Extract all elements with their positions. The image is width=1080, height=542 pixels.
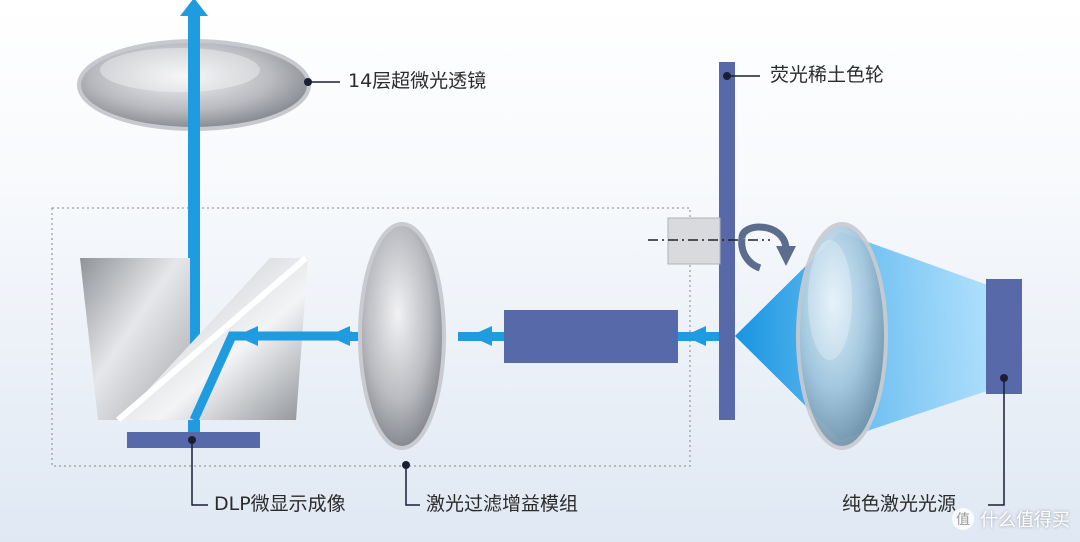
beam-arrow-1 bbox=[236, 326, 258, 346]
rotation-arrow bbox=[738, 223, 790, 249]
source-leader bbox=[988, 378, 1005, 506]
wheel-hub bbox=[667, 217, 721, 265]
prism-beam bbox=[189, 331, 352, 422]
filter-leader bbox=[405, 465, 420, 506]
beam-arrow-3 bbox=[470, 326, 492, 346]
prism-diagonal bbox=[116, 255, 308, 423]
collimating-lens bbox=[796, 222, 888, 450]
beam-arrow-up bbox=[180, 0, 208, 16]
watermark: 值 什么值得买 bbox=[952, 506, 1070, 532]
label-laser-source: 纯色激光光源 bbox=[842, 493, 957, 515]
label-dlp: DLP微显示成像 bbox=[214, 493, 346, 515]
label-filter-module: 激光过滤增益模组 bbox=[426, 493, 579, 515]
beam-segment-2 bbox=[350, 332, 362, 341]
watermark-logo-icon: 值 bbox=[952, 508, 974, 530]
label-color-wheel: 荧光稀土色轮 bbox=[770, 64, 885, 86]
rotation-arrowhead bbox=[776, 246, 796, 266]
filter-lens bbox=[358, 222, 446, 450]
label-lens-top: 14层超微光透镜 bbox=[348, 70, 487, 92]
beam-arrow-4 bbox=[684, 326, 706, 346]
filter-module-block bbox=[504, 310, 678, 363]
rotation-tail bbox=[738, 237, 762, 272]
watermark-text: 什么值得买 bbox=[980, 510, 1070, 531]
top-lens-highlight bbox=[100, 48, 260, 92]
dlp-leader bbox=[191, 440, 208, 506]
collimating-lens-highlight bbox=[808, 240, 852, 360]
beam-arrow-2 bbox=[328, 326, 350, 346]
color-wheel bbox=[719, 62, 735, 420]
